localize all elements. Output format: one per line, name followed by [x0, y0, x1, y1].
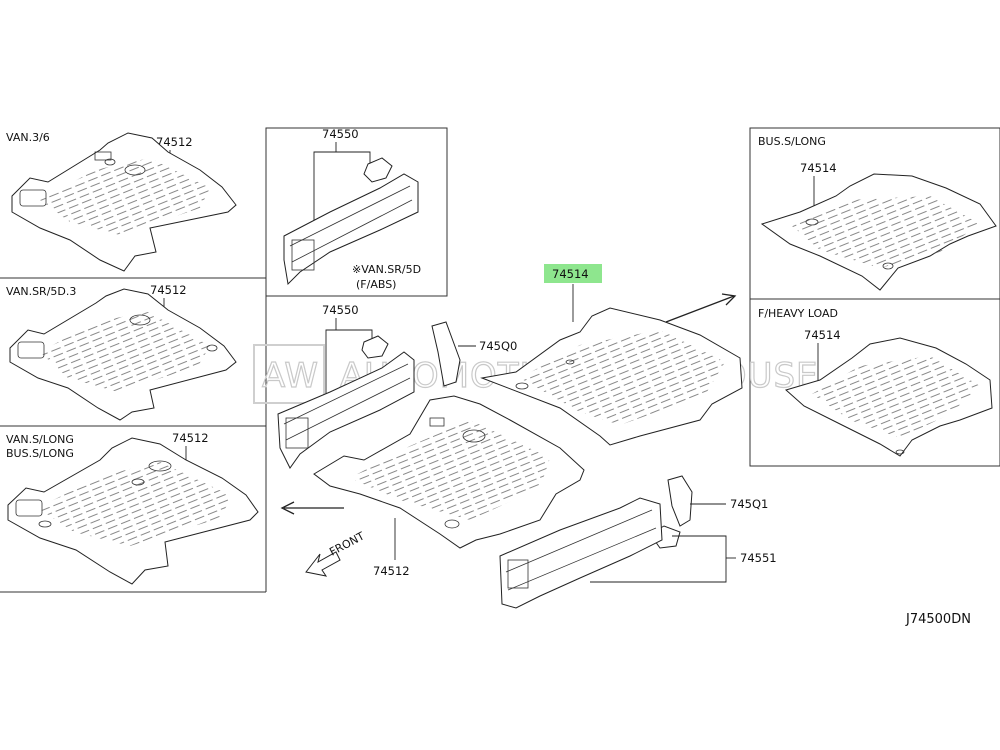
panel-heavy-label: F/HEAVY LOAD: [758, 307, 838, 320]
panel-vanslong-part-number: 74512: [172, 431, 209, 445]
panel-busslong-label: BUS.S/LONG: [758, 135, 826, 148]
panel-van36: VAN.3/6 74512: [6, 131, 237, 272]
topbox-bracket: [363, 157, 393, 183]
rear-member: [499, 497, 663, 609]
front-direction: FRONT: [305, 529, 367, 577]
front-floor-group: 74512: [313, 395, 585, 578]
arrow-left: [280, 501, 344, 515]
panel-busslong-part-number: 74514: [800, 161, 837, 175]
bracket-upper-group: 745Q0: [431, 321, 517, 387]
panel-heavy-part-number: 74514: [804, 328, 841, 342]
front-floor-callout: 74512: [373, 564, 410, 578]
front-label: FRONT: [327, 529, 367, 558]
side-member-group: 74550: [277, 303, 415, 469]
watermark-logo: AW: [262, 356, 319, 396]
rear-member-callout: 74551: [740, 551, 777, 565]
rear-floor-group: 74514: [480, 264, 743, 446]
panel-van36-part-number: 74512: [156, 135, 193, 149]
panel-vanslong: VAN.S/LONG BUS.S/LONG 74512: [6, 431, 259, 585]
rear-floor-callout-highlight: [544, 264, 602, 283]
panel-vanslong-label-2: BUS.S/LONG: [6, 447, 74, 460]
panel-van36-label: VAN.3/6: [6, 131, 50, 144]
bracket-upper-callout: 745Q0: [479, 339, 517, 353]
rear-member-group: 745Q1 74551: [499, 475, 777, 609]
panel-topbox: 74550 ※VAN.SR/5D (F/ABS): [283, 127, 421, 291]
topbox-note-2: (F/ABS): [356, 278, 396, 291]
topbox-part-number: 74550: [322, 127, 359, 141]
panel-vansr-label: VAN.SR/5D.3: [6, 285, 76, 298]
bracket-lower: [667, 475, 693, 527]
side-member-bracket: [361, 335, 389, 359]
panel-heavy: F/HEAVY LOAD 74514: [758, 307, 993, 457]
arrow-right: [665, 293, 737, 323]
side-member-callout: 74550: [322, 303, 359, 317]
topbox-note-1: ※VAN.SR/5D: [352, 263, 421, 276]
bracket-lower-callout: 745Q1: [730, 497, 768, 511]
bracket-upper: [431, 321, 461, 387]
topbox-side-member: [283, 173, 419, 286]
diagram-code: J74500DN: [905, 612, 971, 627]
panel-frames: [0, 127, 1000, 593]
front-arrow-icon: [305, 551, 341, 577]
panel-busslong: BUS.S/LONG 74514: [758, 135, 997, 291]
panel-vansr: VAN.SR/5D.3 74512: [6, 283, 237, 421]
rear-floor-callout: 74514: [552, 267, 589, 281]
panel-vanslong-label-1: VAN.S/LONG: [6, 433, 74, 446]
panel-vansr-part-number: 74512: [150, 283, 187, 297]
